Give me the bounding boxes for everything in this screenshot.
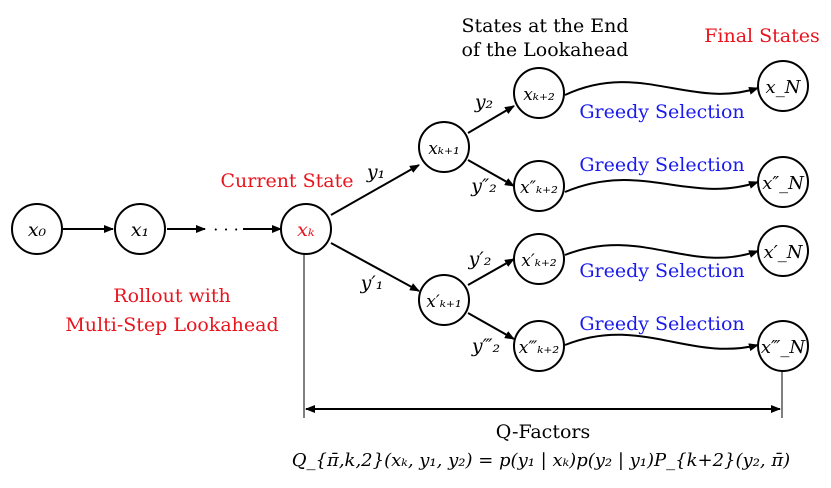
greedy-curve-2 — [564, 179, 759, 193]
label-xNpp: x″_N — [762, 173, 805, 194]
node-xN — [757, 60, 809, 112]
label-xk2: xₖ₊₂ — [523, 85, 555, 105]
lookahead-end-title-line1: States at the End — [461, 15, 628, 37]
node-x0 — [11, 203, 63, 255]
greedy-label-1: Greedy Selection — [579, 101, 744, 123]
greedy-curve-1 — [564, 81, 759, 96]
node-xNp — [757, 225, 809, 277]
node-x1 — [114, 203, 166, 255]
edge-xk-xk1 — [330, 164, 420, 216]
node-xk1 — [418, 121, 470, 173]
node-xk2pp — [513, 160, 565, 212]
edge-xk1p-xk2p — [467, 258, 515, 286]
greedy-label-3: Greedy Selection — [579, 260, 744, 282]
edge-xk1p-xk2ppp — [467, 312, 515, 340]
label-xk2pp: x″ₖ₊₂ — [520, 178, 558, 198]
label-xk1p: x′ₖ₊₁ — [426, 292, 461, 312]
node-xk2p — [513, 233, 565, 285]
q-factors-label: Q-Factors — [496, 421, 590, 443]
label-x0: x₀ — [28, 219, 47, 241]
label-xk: xₖ — [297, 219, 315, 241]
label-dots: · · · — [213, 220, 238, 239]
label-xk1: xₖ₊₁ — [428, 139, 460, 159]
label-x1: x₁ — [131, 219, 149, 241]
label-xk2p: x′ₖ₊₂ — [521, 251, 557, 271]
final-states-title: Final States — [704, 25, 820, 47]
label-xNp: x′_N — [764, 242, 804, 263]
current-state-title: Current State — [221, 170, 354, 192]
greedy-curve-4 — [564, 333, 759, 352]
rollout-caption-line1: Rollout with — [113, 285, 230, 307]
greedy-label-2: Greedy Selection — [579, 154, 744, 176]
edge-xk-xk1p — [330, 242, 420, 292]
node-xk — [280, 203, 332, 255]
edge-label-y2p: y′₂ — [468, 248, 492, 270]
lookahead-end-title-line2: of the Lookahead — [462, 39, 629, 61]
edge-label-y2pp: y″₂ — [470, 175, 496, 197]
node-xk2 — [513, 67, 565, 119]
edge-xk1-xk2pp — [467, 159, 515, 187]
label-xN: x_N — [766, 77, 802, 98]
edge-label-y1: y₁ — [366, 161, 385, 183]
node-xk2ppp — [513, 320, 565, 372]
edge-label-y2ppp: y‴₂ — [471, 335, 500, 357]
node-xNppp — [757, 320, 809, 372]
node-xNpp — [757, 156, 809, 208]
node-xk1p — [418, 274, 470, 326]
q-factor-formula: Q_{π̄,k,2}(xₖ, y₁, y₂) = p(y₁ | xₖ)p(y₂ … — [292, 450, 790, 471]
edge-xk1-xk2 — [467, 105, 515, 134]
edge-label-y1p: y′₁ — [360, 272, 384, 294]
edge-label-y2: y₂ — [474, 91, 493, 113]
label-xk2ppp: x‴ₖ₊₂ — [519, 338, 560, 358]
rollout-caption-line2: Multi-Step Lookahead — [65, 314, 278, 336]
greedy-label-4: Greedy Selection — [579, 313, 744, 335]
label-xNppp: x‴_N — [761, 337, 807, 358]
greedy-curve-3 — [564, 244, 759, 259]
